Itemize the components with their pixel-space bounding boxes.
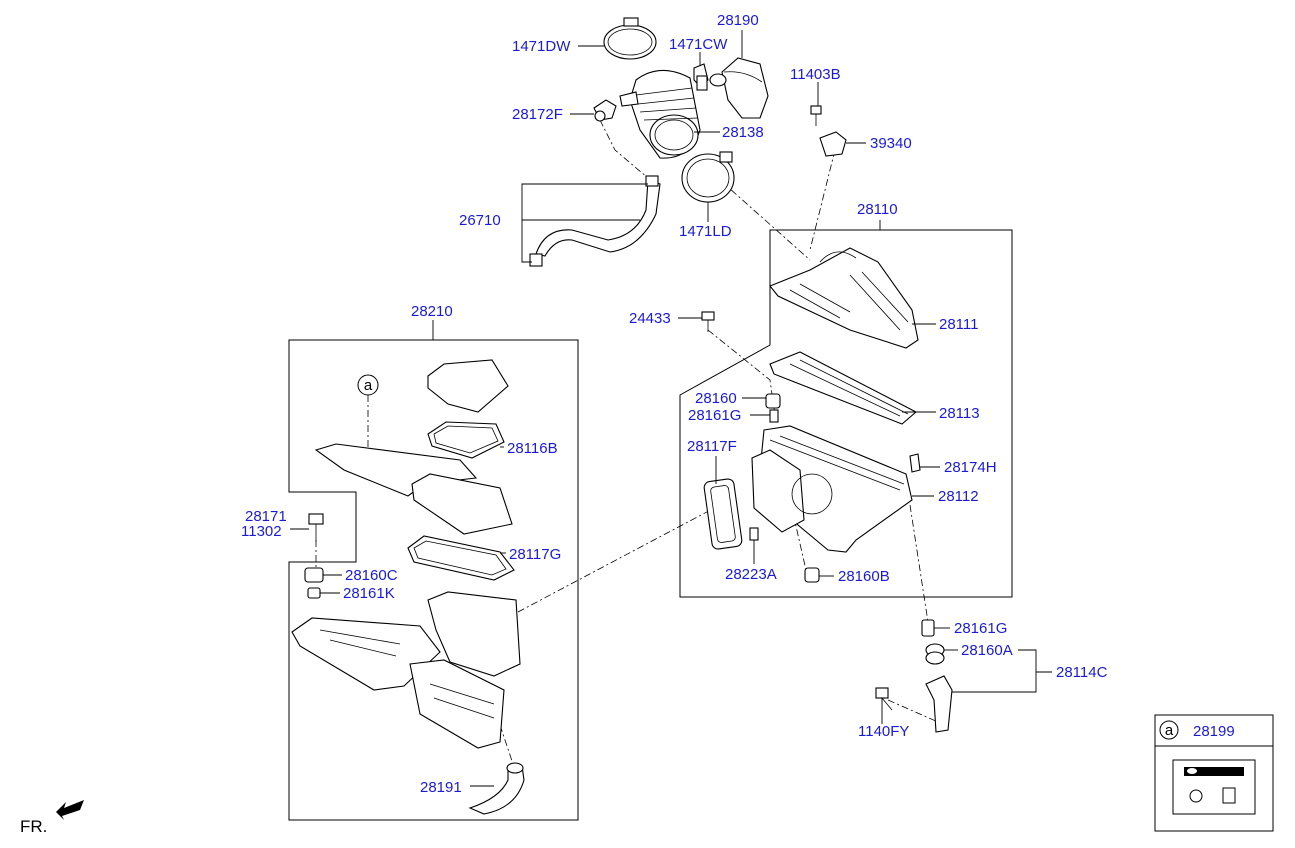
duct-cover-part-icon[interactable] [427,359,509,413]
brand-logo-strip-icon [1184,767,1244,776]
front-orientation-mark: FR. [20,800,84,836]
label-28160C[interactable]: 28160C [345,567,398,584]
label-28117F[interactable]: 28117F [687,438,737,455]
label-28113[interactable]: 28113 [939,405,980,422]
label-11302[interactable]: 11302 [241,523,282,540]
leader-lines [290,30,1052,787]
label-11403B[interactable]: 11403B [790,66,841,83]
label-28190[interactable]: 28190 [717,12,759,29]
brand-oval-icon [1187,768,1197,774]
fitting-28174H-icon[interactable] [909,453,921,473]
intake-duct-upper-icon[interactable] [314,443,513,535]
label-24433[interactable]: 24433 [629,310,671,327]
resonator-28190-icon[interactable] [709,57,769,119]
label-28161G-lower[interactable]: 28161G [954,620,1007,637]
hose-28191-icon[interactable] [468,762,525,815]
label-1471LD[interactable]: 1471LD [679,223,732,240]
label-28160[interactable]: 28160 [695,390,737,407]
group-box-28110 [679,229,1013,598]
label-28138[interactable]: 28138 [722,124,764,141]
clip-1471CW-icon[interactable] [693,63,709,91]
group-box-28210 [288,339,579,821]
bracket-28114C-icon[interactable] [925,675,953,733]
label-28172F[interactable]: 28172F [512,106,563,123]
label-28112[interactable]: 28112 [938,488,979,505]
grommet-28160A-icon[interactable] [925,643,945,665]
clamp-1471DW-icon[interactable] [603,17,657,60]
label-sticker-icon [1172,759,1256,815]
label-28116B[interactable]: 28116B [507,440,558,457]
label-28191[interactable]: 28191 [420,779,462,796]
air-flow-sensor-39340-icon[interactable] [819,131,847,157]
label-28160B[interactable]: 28160B [838,568,890,585]
legend-box-28199[interactable]: a 28199 [1154,714,1274,832]
air-cleaner-cover-28111-icon[interactable] [769,247,919,349]
bolt-1140FY-icon[interactable] [875,687,893,711]
canister-symbol-icon [1222,787,1236,804]
intake-hose-28138-icon[interactable] [619,69,701,159]
reference-marker-a: a [357,374,379,396]
elbow-fitting-28172F-icon[interactable] [593,99,617,122]
pin-28161K-icon[interactable] [307,587,321,599]
gasket-28116B-icon[interactable] [427,421,505,459]
label-26710[interactable]: 26710 [459,212,501,229]
label-1471DW[interactable]: 1471DW [512,38,571,55]
label-28160A[interactable]: 28160A [961,642,1013,659]
label-39340[interactable]: 39340 [870,135,912,152]
intake-duct-lower-icon[interactable] [291,591,521,749]
label-28223A[interactable]: 28223A [725,566,777,583]
clamp-1471LD-icon[interactable] [681,151,735,203]
grommet-28160-icon[interactable] [765,393,781,409]
air-cleaner-body-28112-icon[interactable] [751,425,913,553]
bolt-24433-icon[interactable] [701,311,715,332]
filter-element-28113-icon[interactable] [769,351,917,425]
seal-28117F-icon[interactable] [703,478,743,550]
label-28110[interactable]: 28110 [857,201,898,218]
label-28199[interactable]: 28199 [1193,723,1235,740]
fastener-28223A-icon[interactable] [749,527,759,541]
front-label: FR. [20,817,47,836]
part-labels: 1471DW 28190 1471CW 11403B 28172F 28138 … [241,12,1108,796]
svg-text:a: a [364,377,373,394]
grommet-28160B-icon[interactable] [804,567,820,583]
label-28174H[interactable]: 28174H [944,459,997,476]
pin-28161G-upper-icon[interactable] [769,409,779,423]
label-28114C[interactable]: 28114C [1056,664,1108,681]
label-28117G[interactable]: 28117G [509,546,561,563]
label-1471CW[interactable]: 1471CW [669,36,728,53]
legend-ref-a: a [1165,722,1174,739]
forward-arrow-icon [56,800,84,820]
bolt-28171-icon[interactable] [308,513,324,542]
assembly-lines [315,119,939,771]
grommet-28160C-icon[interactable] [304,567,324,583]
label-28210[interactable]: 28210 [411,303,453,320]
filter-symbol-icon [1189,789,1203,803]
bolt-11403B-icon[interactable] [810,105,822,126]
label-1140FY[interactable]: 1140FY [858,723,909,740]
label-28161K[interactable]: 28161K [343,585,395,602]
gasket-28117G-icon[interactable] [407,535,515,581]
label-28111[interactable]: 28111 [939,316,979,333]
breather-hose-26710-icon[interactable] [529,175,661,267]
label-28161G-upper[interactable]: 28161G [688,407,741,424]
label-28171[interactable]: 28171 [245,508,287,525]
pin-28161G-lower-icon[interactable] [921,619,935,637]
